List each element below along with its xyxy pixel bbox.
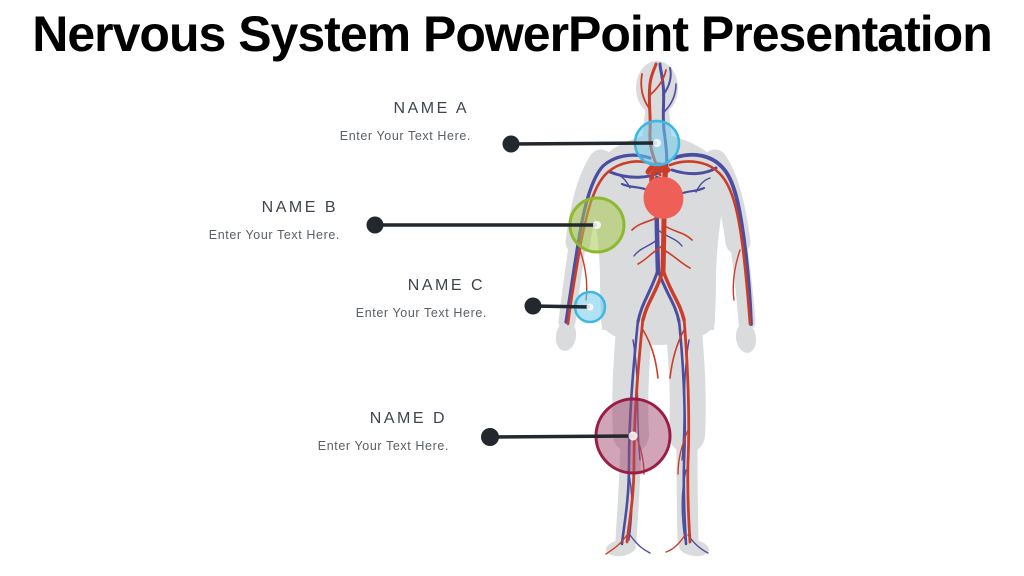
callout-c-placeholder-text[interactable]: Enter Your Text Here. [355,306,487,320]
callout-a-label[interactable]: NAME A [393,100,469,117]
connector-d-line [489,434,634,439]
connector-d-anchor-dot [628,431,638,441]
slide-title[interactable]: Nervous System PowerPoint Presentation [32,6,993,62]
connector-c-line [532,304,591,309]
callout-d-label[interactable]: NAME D [369,410,447,427]
callout-d: NAME D Enter Your Text Here. [318,409,449,454]
callout-b-label[interactable]: NAME B [261,199,338,216]
connectors [375,141,658,439]
callout-c-label[interactable]: NAME C [407,277,485,294]
connector-a-line [510,141,658,146]
connector-a-anchor-dot [653,139,661,147]
callout-b-placeholder-text[interactable]: Enter Your Text Here. [208,228,340,242]
callout-a: NAME A Enter Your Text Here. [340,99,471,144]
heart-shape [643,167,684,219]
callout-b: NAME B Enter Your Text Here. [209,198,340,243]
callout-a-placeholder-text[interactable]: Enter Your Text Here. [339,129,471,143]
connector-c-anchor-dot [586,303,594,311]
connector-c-dot [524,297,542,315]
connector-a-dot [502,135,520,153]
connector-b-anchor-dot [593,221,601,229]
connector-b-dot [366,216,384,234]
connector-d-dot [481,428,499,446]
connector-end-dots [366,135,542,446]
connector-anchor-dots [586,139,661,441]
callout-d-placeholder-text[interactable]: Enter Your Text Here. [317,439,449,453]
callout-c: NAME C Enter Your Text Here. [356,276,487,321]
